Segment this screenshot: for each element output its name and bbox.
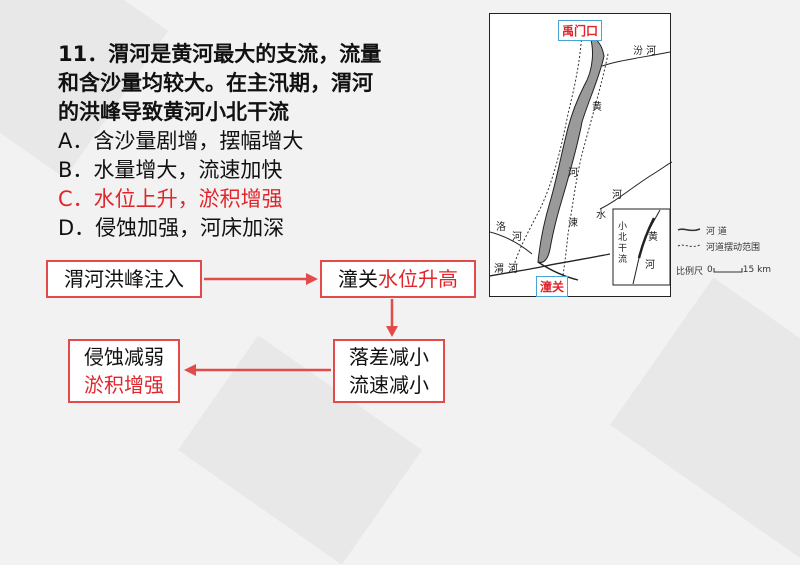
inset-label-huang: 黄 xyxy=(648,232,658,243)
river-line-icon xyxy=(677,228,701,232)
flow-box-text-highlight: 淤积增强 xyxy=(84,373,164,397)
option-c-correct-answer: C．水位上升，淤积增强 xyxy=(58,187,283,211)
map-tag-tongguan: 潼关 xyxy=(536,276,569,297)
fen-river xyxy=(601,51,671,67)
inset-label-xiaobei-ganliu: 小北干流 xyxy=(618,222,628,265)
flow-box-erosion-deposition: 侵蚀减弱 淤积增强 xyxy=(68,339,180,403)
question-block: 11．渭河是黄河最大的支流，流量 和含沙量均较大。在主汛期，渭河 的洪峰导致黄河… xyxy=(58,40,478,243)
question-stem-line: 和含沙量均较大。在主汛期，渭河 xyxy=(58,71,373,95)
legend-swing-label: 河道摆动范围 xyxy=(706,242,761,253)
label-luo: 洛 xyxy=(496,222,506,233)
label-su: 涑 xyxy=(568,218,578,229)
option-b: B．水量增大，流速加快 xyxy=(58,158,283,182)
swing-range-boundary xyxy=(511,31,609,283)
label-luo-he: 河 xyxy=(512,232,522,243)
flow-box-text: 潼关 xyxy=(338,267,378,291)
label-huang: 黄 xyxy=(592,102,602,113)
flow-box-weihe-flood: 渭河洪峰注入 xyxy=(46,260,202,298)
map-tag-yumenkou: 禹门口 xyxy=(558,20,603,41)
scale-bar-icon xyxy=(713,268,743,273)
label-shui: 水 xyxy=(596,210,606,221)
flow-box-text: 侵蚀减弱 xyxy=(84,345,164,369)
yellow-river-channel xyxy=(537,35,605,263)
scale-zero: 0 xyxy=(707,265,713,275)
flow-box-text: 落差减小 xyxy=(349,345,429,369)
su-river xyxy=(599,161,672,210)
flow-box-text: 渭河洪峰注入 xyxy=(64,267,184,291)
legend-row-river: 河 道 xyxy=(676,222,771,238)
arrow-down xyxy=(386,299,398,337)
river-map-drawing xyxy=(490,31,672,286)
label-he: 河 xyxy=(612,190,622,201)
legend-row-scale: 比例尺 0 15 km xyxy=(676,262,771,278)
flow-box-tongguan-water-level: 潼关水位升高 xyxy=(320,260,476,298)
river-map: 禹门口 潼关 汾 河 黄 河 涑 水 河 洛 河 渭 河 黄 河 小北干流 xyxy=(489,13,672,297)
question-stem-line: 的洪峰导致黄河小北干流 xyxy=(58,100,289,124)
legend-row-swing: 河道摆动范围 xyxy=(676,238,771,254)
legend-river-label: 河 道 xyxy=(706,226,727,237)
scale-max: 15 km xyxy=(742,265,772,275)
map-legend: 河 道 河道摆动范围 比例尺 0 15 km xyxy=(676,222,771,278)
label-wei-he: 河 xyxy=(508,264,518,275)
arrow-right xyxy=(204,273,318,285)
option-d: D．侵蚀加强，河床加深 xyxy=(58,216,285,240)
flow-box-text-highlight: 水位升高 xyxy=(378,267,458,291)
question-stem-line: 11．渭河是黄河最大的支流，流量 xyxy=(58,42,382,66)
option-a: A．含沙量剧增，摆幅增大 xyxy=(58,129,304,153)
swing-range-icon xyxy=(677,244,701,247)
label-he: 河 xyxy=(568,168,578,179)
inset-highlight-segment xyxy=(637,217,656,259)
yellow-river-lower xyxy=(537,261,579,281)
label-wei: 渭 xyxy=(494,264,504,275)
flow-box-text: 流速减小 xyxy=(349,373,429,397)
label-fen-river: 汾 河 xyxy=(633,46,657,57)
flow-box-gradient-velocity: 落差减小 流速减小 xyxy=(333,339,445,403)
inset-label-he: 河 xyxy=(645,260,655,271)
luo-river xyxy=(490,231,533,255)
background-shape xyxy=(610,277,800,563)
scale-label: 比例尺 xyxy=(676,266,704,277)
